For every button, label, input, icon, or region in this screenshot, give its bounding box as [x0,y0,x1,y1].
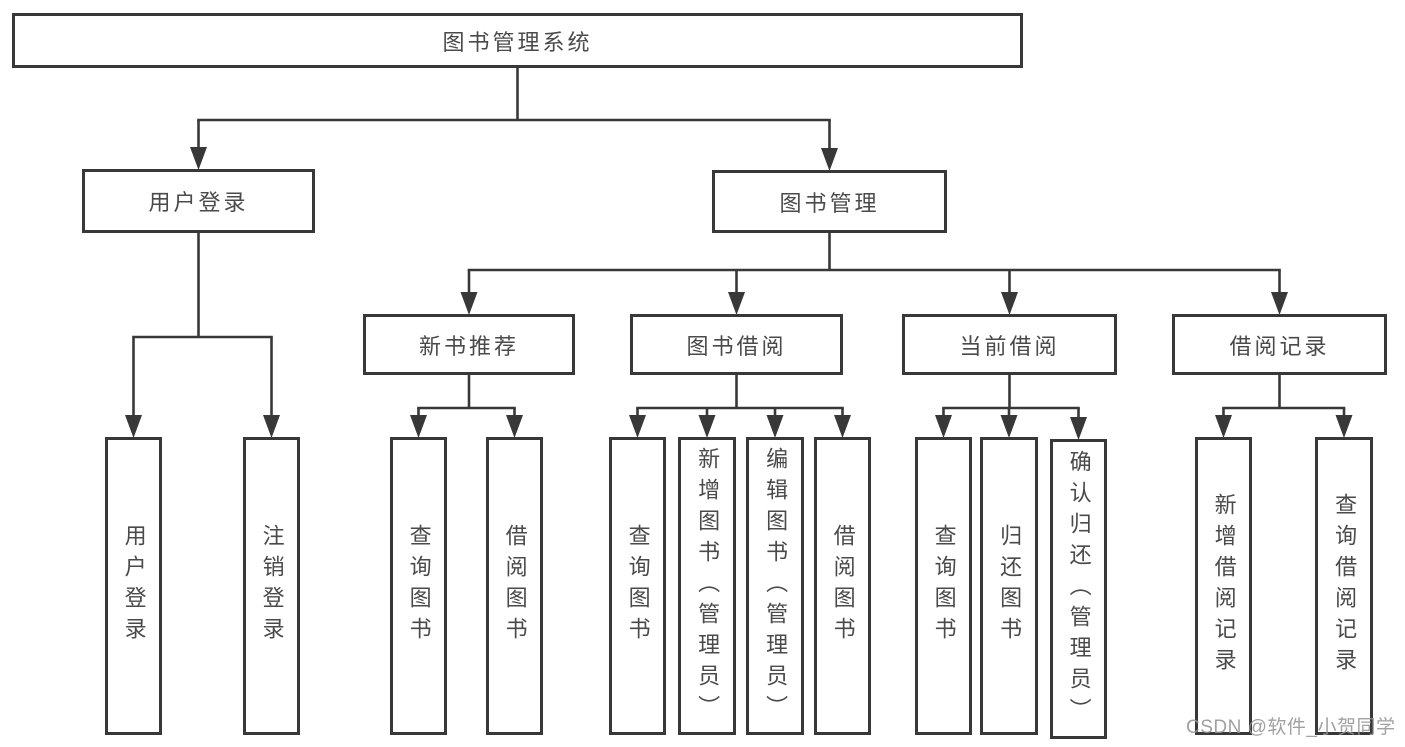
node-label-new-book-rec: 新书推荐 [418,333,519,359]
node-leaf-cb-confirm: 确认归还（管理员） [1050,439,1107,739]
node-user-login: 用户登录 [82,169,315,233]
node-label-leaf-br-query: 查询借阅记录 [1332,493,1358,679]
node-label-leaf-logout: 注销登录 [259,524,285,648]
node-label-leaf-bb-add: 新增图书（管理员） [695,446,721,726]
node-leaf-cb-return: 归还图书 [980,437,1038,735]
node-label-current-borrow: 当前借阅 [959,333,1060,359]
node-current-borrow: 当前借阅 [902,314,1117,375]
node-label-borrow-records: 借阅记录 [1229,333,1330,359]
node-leaf-nb-borrow: 借阅图书 [486,437,543,735]
node-leaf-bb-borrow: 借阅图书 [814,437,871,735]
node-label-leaf-cb-return: 归还图书 [997,524,1023,648]
node-leaf-nb-query: 查询图书 [390,437,447,735]
node-label-leaf-bb-edit: 编辑图书（管理员） [763,446,789,726]
node-book-mgmt: 图书管理 [712,170,947,233]
node-label-leaf-nb-query: 查询图书 [406,524,432,648]
node-leaf-br-query: 查询借阅记录 [1315,437,1373,735]
node-label-leaf-bb-borrow: 借阅图书 [830,524,856,648]
node-label-root: 图书管理系统 [442,29,593,55]
node-label-leaf-user-login: 用户登录 [121,524,147,648]
node-label-leaf-nb-borrow: 借阅图书 [502,524,528,648]
node-label-leaf-bb-query: 查询图书 [625,524,651,648]
node-borrow-records: 借阅记录 [1172,314,1387,375]
node-leaf-user-login: 用户登录 [105,437,162,735]
watermark-text: CSDN @软件_小贺同学 [1186,717,1396,738]
node-label-book-borrow: 图书借阅 [686,333,787,359]
node-new-book-rec: 新书推荐 [363,314,575,375]
node-leaf-cb-query: 查询图书 [915,437,972,735]
node-label-leaf-cb-confirm: 确认归还（管理员） [1066,449,1092,729]
node-leaf-bb-query: 查询图书 [609,437,666,735]
node-label-book-mgmt: 图书管理 [779,190,880,216]
node-leaf-br-add: 新增借阅记录 [1195,437,1252,735]
node-root: 图书管理系统 [12,13,1023,68]
node-leaf-bb-add: 新增图书（管理员） [678,437,736,735]
node-leaf-logout: 注销登录 [243,437,300,735]
node-label-leaf-br-add: 新增借阅记录 [1211,493,1237,679]
node-book-borrow: 图书借阅 [630,314,843,375]
node-label-user-login: 用户登录 [148,190,249,215]
node-leaf-bb-edit: 编辑图书（管理员） [746,437,804,735]
node-label-leaf-cb-query: 查询图书 [931,524,957,648]
